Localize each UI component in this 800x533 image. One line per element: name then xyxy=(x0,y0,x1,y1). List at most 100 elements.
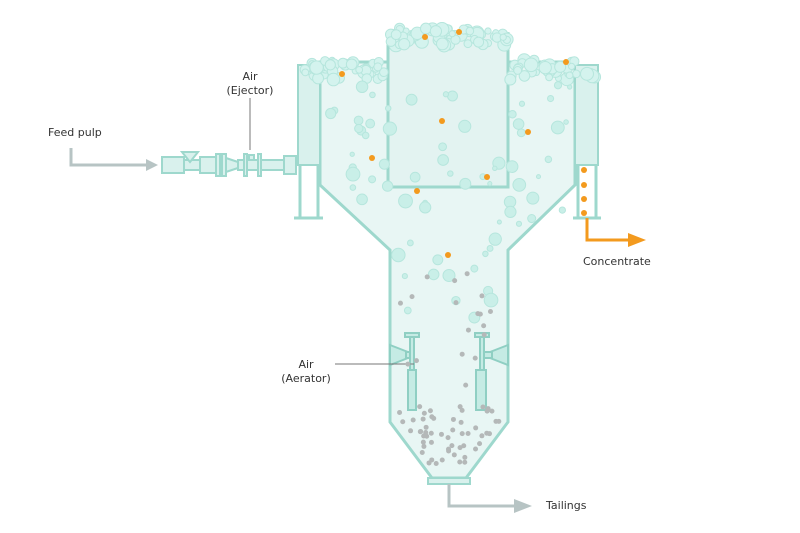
gangue-particle xyxy=(473,446,479,452)
bubble xyxy=(403,306,412,315)
bubble xyxy=(483,292,499,308)
bubble xyxy=(487,181,493,187)
gangue-particle xyxy=(481,332,487,338)
gangue-particle xyxy=(423,424,429,430)
gangue-particle xyxy=(420,439,426,445)
mineral-particle xyxy=(339,71,345,77)
right-launder-legs xyxy=(573,165,601,220)
gangue-particle xyxy=(420,416,426,422)
bubble xyxy=(527,214,537,224)
mineral-particle xyxy=(484,174,490,180)
bubble xyxy=(482,250,489,258)
gangue-particle xyxy=(424,274,430,280)
tailings-label: Tailings xyxy=(546,499,587,512)
bubble xyxy=(547,94,555,103)
bubble xyxy=(516,128,526,138)
bubble xyxy=(419,201,432,214)
gangue-particle xyxy=(479,293,485,299)
bubble xyxy=(567,84,573,90)
mineral-particle xyxy=(581,167,587,173)
mineral-particle xyxy=(581,182,587,188)
gangue-particle xyxy=(459,407,465,413)
froth-bubble xyxy=(379,67,389,78)
froth-bubble xyxy=(419,22,432,35)
concentrate-label: Concentrate xyxy=(583,255,651,268)
gangue-particle xyxy=(480,404,486,410)
gangue-particle xyxy=(450,427,456,433)
gangue-particle xyxy=(459,351,465,357)
bubble xyxy=(550,120,565,135)
ejector-type-text: (Ejector) xyxy=(226,84,274,97)
bubble xyxy=(355,80,369,94)
froth-bubble xyxy=(545,73,554,82)
mineral-particle xyxy=(456,29,462,35)
mineral-particle xyxy=(445,252,451,258)
froth-bubble xyxy=(355,65,364,74)
aerators xyxy=(389,332,509,411)
froth-bubble xyxy=(398,38,411,51)
bubble xyxy=(353,115,364,126)
bubble xyxy=(349,184,357,191)
feed-arrowhead xyxy=(146,159,158,171)
gangue-particle xyxy=(433,460,439,466)
mineral-particle xyxy=(581,196,587,202)
bubble xyxy=(438,142,448,152)
gangue-particle xyxy=(477,441,483,447)
gangue-particle xyxy=(450,416,456,422)
mineral-particle xyxy=(525,129,531,135)
bubble xyxy=(382,121,398,136)
bubble xyxy=(442,268,456,283)
flotation-tank xyxy=(294,32,601,485)
gangue-particle xyxy=(423,430,429,436)
bubble xyxy=(504,205,517,218)
gangue-particle xyxy=(462,454,468,460)
froth-bubble xyxy=(554,60,567,73)
gangue-particle xyxy=(421,443,427,449)
gangue-particle xyxy=(428,430,434,436)
concentrate-arrowhead xyxy=(628,233,646,247)
gangue-particle xyxy=(462,459,468,465)
bubble xyxy=(544,155,553,164)
bubble xyxy=(437,154,450,166)
feed-arrow xyxy=(69,148,148,167)
gangue-particle xyxy=(429,414,435,420)
gangue-particle xyxy=(457,459,463,465)
gangue-particle xyxy=(486,431,492,437)
bubble xyxy=(401,273,408,280)
gangue-particle xyxy=(397,300,403,306)
froth-bubble xyxy=(390,29,402,41)
bubble xyxy=(345,166,361,182)
gangue-particle xyxy=(410,417,416,423)
gangue-particle xyxy=(481,323,487,329)
tailings-arrowhead xyxy=(514,499,532,513)
gangue-particle xyxy=(472,355,478,361)
bubble xyxy=(496,219,502,225)
gangue-particle xyxy=(465,431,471,437)
mineral-particle xyxy=(563,59,569,65)
froth-bubble xyxy=(473,36,485,48)
bubble xyxy=(365,118,376,129)
bubble xyxy=(535,174,542,180)
bubble xyxy=(405,93,418,106)
gangue-particle xyxy=(496,418,502,424)
bubble xyxy=(349,151,355,157)
gangue-particle xyxy=(417,404,423,410)
gangue-particle xyxy=(489,408,495,414)
gangue-particle xyxy=(457,404,463,410)
gangue-particle xyxy=(458,419,464,425)
bubble xyxy=(325,107,337,120)
aerator-air-text: Air xyxy=(298,358,314,371)
froth-bubble xyxy=(436,37,449,51)
gangue-particle xyxy=(461,443,467,449)
froth-bubble xyxy=(538,61,552,75)
feed-pulp-label: Feed pulp xyxy=(48,126,102,139)
gangue-particle xyxy=(418,429,424,435)
bubble xyxy=(354,123,364,134)
froth-bubble xyxy=(429,25,443,38)
gangue-particle xyxy=(413,358,419,364)
bubble xyxy=(384,105,392,112)
gangue-particle xyxy=(451,452,457,458)
bubble xyxy=(508,110,517,119)
mineral-particle xyxy=(414,188,420,194)
